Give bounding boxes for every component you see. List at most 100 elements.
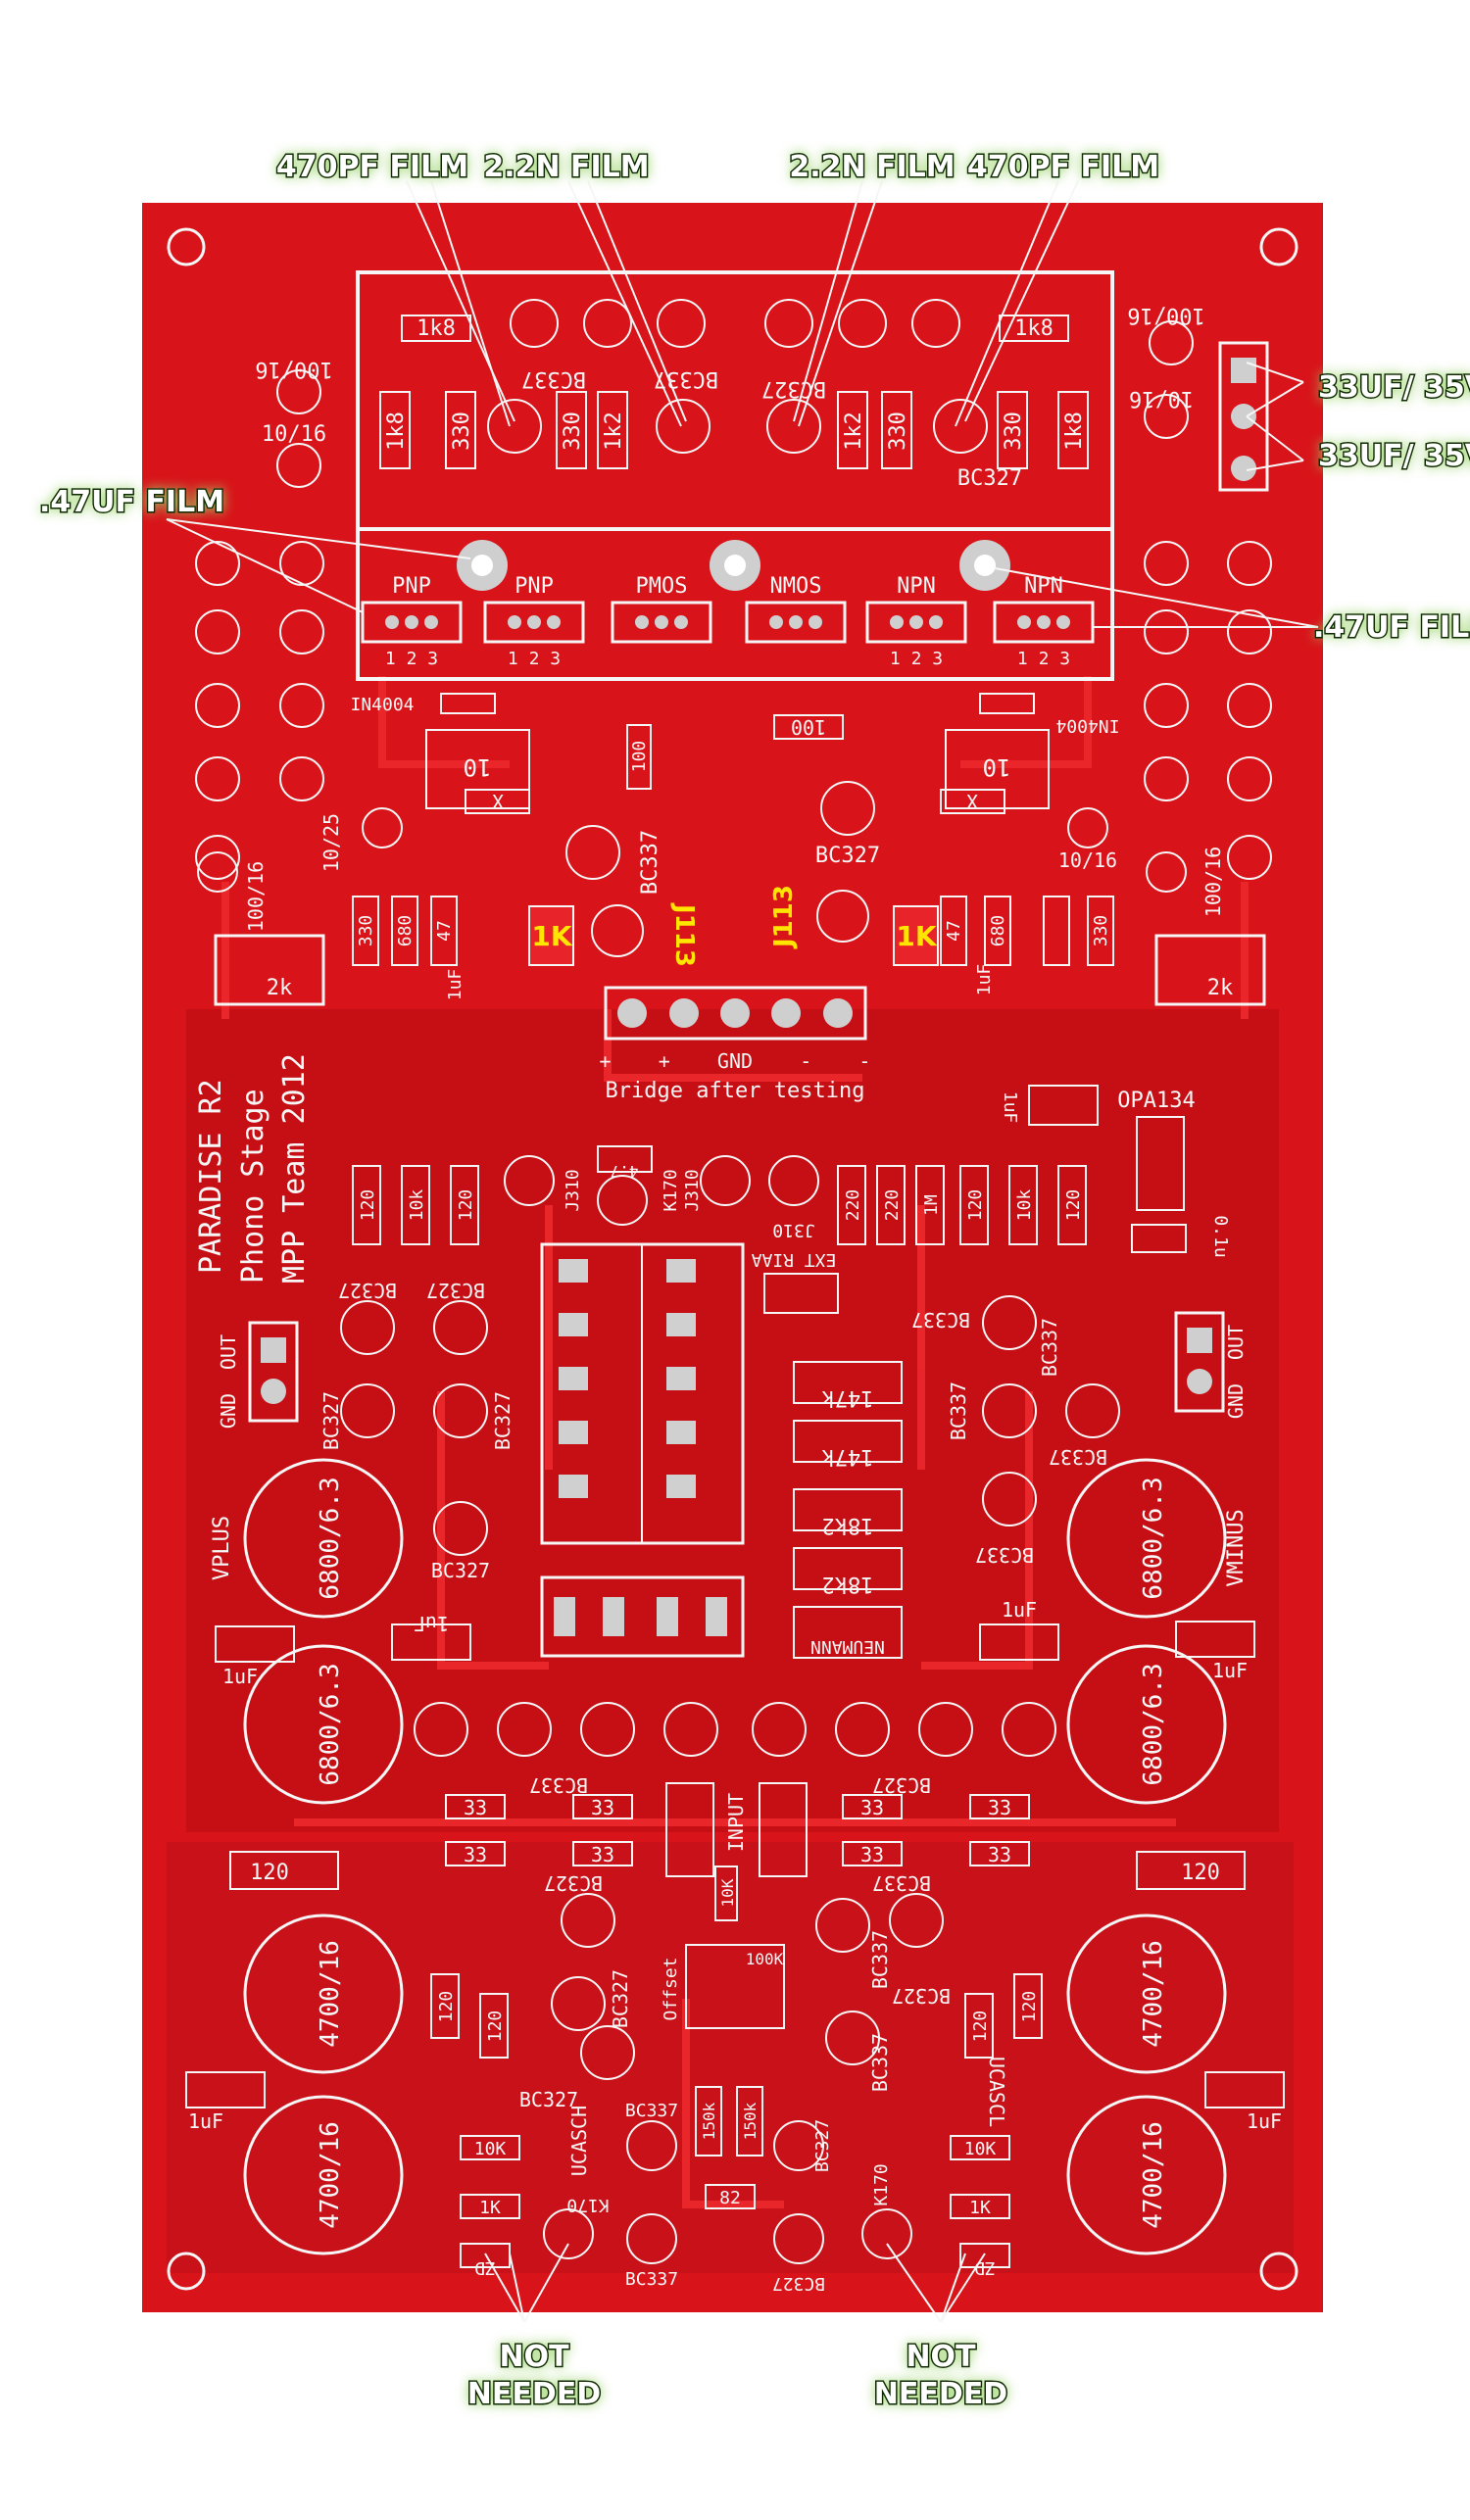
label-brand-3: MPP Team 2012	[277, 1053, 312, 1284]
label-1uf-opa: 1uF	[1000, 1091, 1020, 1124]
label-bc327-top-mid: BC327	[761, 376, 826, 401]
label-4700-l1: 4700/16	[316, 1940, 345, 2048]
label-330-v2: 330	[561, 412, 585, 451]
label-npn-2: NPN	[1024, 574, 1063, 599]
label-4-7: 4.7	[611, 1162, 639, 1181]
label-10-16-tr: 10/16	[1129, 386, 1194, 411]
label-k170: K170	[661, 1169, 681, 1211]
label-1k-yellow-left: 1K	[531, 920, 572, 952]
label-vminus: VMINUS	[1224, 1509, 1249, 1586]
label-33-2: 33	[591, 1796, 614, 1819]
label-ucasch: UCASCH	[567, 2106, 591, 2176]
label-1k8-left: 1k8	[416, 316, 456, 341]
power-connector-top-right	[1218, 341, 1269, 492]
label-bc337-mr1: BC337	[911, 1308, 970, 1332]
label-bc337-mr5: BC337	[975, 1543, 1034, 1567]
label-120-bl: 120	[250, 1861, 289, 1885]
label-1uf-r2: 1uF	[1002, 1598, 1037, 1622]
filter-caps-4700	[243, 1914, 1227, 2255]
label-1uf-bl: 1uF	[188, 2109, 223, 2133]
label-zd-r: ZD	[974, 2257, 996, 2278]
label-bc327-ml2: BC327	[426, 1279, 485, 1302]
label-bc327-top-right: BC327	[957, 466, 1022, 491]
label-bc327-mid: BC327	[815, 844, 880, 868]
label-330-v1: 330	[450, 412, 474, 451]
label-1k-yellow-right: 1K	[896, 920, 937, 952]
label-01u: 0.1u	[1210, 1215, 1231, 1257]
label-100k: 100K	[746, 1950, 784, 1968]
label-nmos: NMOS	[770, 574, 822, 599]
label-4700-r2: 4700/16	[1139, 2121, 1168, 2229]
label-120-r2: 120	[1063, 1189, 1084, 1222]
callout-lines	[166, 180, 1319, 2323]
label-120-l2: 120	[456, 1189, 476, 1222]
label-680-mr: 680	[988, 915, 1008, 947]
label-33-6: 33	[988, 1796, 1011, 1819]
label-1k8-right: 1k8	[1014, 316, 1054, 341]
label-33-7: 33	[860, 1843, 884, 1866]
label-10k-input: 10K	[718, 1878, 737, 1907]
label-1uf-ml: 1uF	[445, 969, 466, 1001]
label-input: INPUT	[724, 1793, 748, 1852]
label-1k2-v2: 1k2	[842, 412, 866, 451]
label-opa134: OPA134	[1117, 1089, 1195, 1113]
label-4700-r1: 4700/16	[1139, 1940, 1168, 2048]
label-330-v4: 330	[1002, 412, 1026, 451]
label-1uf-br: 1uF	[1247, 2109, 1282, 2133]
label-1k-low-l: 1K	[479, 2198, 501, 2218]
label-offset: Offset	[661, 1957, 681, 2020]
label-out-left: OUT	[217, 1334, 240, 1370]
label-bc327-lr: BC327	[812, 2119, 833, 2172]
label-150k-1: 150k	[700, 2102, 718, 2140]
label-out-right: OUT	[1224, 1325, 1248, 1360]
label-1uf-l2: 1uF	[414, 1612, 449, 1635]
label-j310-c: J310	[772, 1220, 814, 1240]
top-transistors	[487, 299, 988, 454]
label-bc337-mid: BC337	[638, 830, 662, 895]
label-bc327-ml3: BC327	[319, 1391, 343, 1450]
label-10-25: 10/25	[319, 813, 343, 872]
label-bc327-low2: BC327	[609, 1969, 632, 2028]
output-stage-outline	[356, 270, 1114, 681]
label-brand-2: Phono Stage	[236, 1089, 270, 1284]
label-1uf-mr: 1uF	[974, 964, 995, 996]
label-pnp-2: PNP	[514, 574, 554, 599]
label-10-16-tl: 10/16	[262, 422, 326, 447]
transistor-row	[414, 1702, 1056, 1757]
label-1uf-l1: 1uF	[222, 1665, 258, 1688]
riaa-smd-block	[540, 1242, 745, 1658]
label-147k-1: 147k	[822, 1385, 874, 1410]
label-10-16-mid: 10/16	[1058, 848, 1117, 872]
mounting-holes	[167, 227, 1298, 2291]
label-18k2-2: 18k2	[822, 1572, 874, 1596]
label-2k-right: 2k	[1207, 976, 1234, 1000]
label-vplus: VPLUS	[210, 1516, 234, 1580]
label-1uf-r1: 1uF	[1212, 1659, 1248, 1682]
label-120-r1: 120	[965, 1189, 986, 1222]
label-in4004-right: IN4004	[1055, 715, 1119, 736]
label-bc327-low1: BC327	[544, 1871, 603, 1895]
label-pins-1: 1 2 3	[385, 649, 438, 669]
label-x-right: X	[966, 791, 978, 814]
heatsink-holes	[457, 540, 1010, 591]
label-pins-3: 1 2 3	[890, 649, 943, 669]
label-33-5: 33	[860, 1796, 884, 1819]
label-k170-r: K170	[871, 2163, 892, 2205]
callout-33uf-top: 33UF/ 35V	[1318, 370, 1470, 405]
label-330-v3: 330	[886, 412, 910, 451]
label-bc337-mr2: BC337	[1038, 1318, 1061, 1377]
label-npn-1: NPN	[897, 574, 936, 599]
label-2k-left: 2k	[267, 976, 293, 1000]
label-1k8-v2: 1k8	[1062, 412, 1087, 451]
callout-470pf-left: 470PF FILM	[276, 150, 468, 184]
label-j113-left: J113	[669, 902, 699, 967]
label-1k-low-r: 1K	[969, 2198, 991, 2218]
label-x-left: X	[492, 791, 504, 814]
label-bc337-row: BC337	[529, 1773, 588, 1797]
label-120-low4: 120	[1019, 1991, 1040, 2023]
label-gnd-left: GND	[217, 1393, 240, 1429]
label-bc337-mr3: BC337	[947, 1381, 970, 1440]
label-bc327-ml1: BC327	[338, 1279, 397, 1302]
label-pnp-1: PNP	[392, 574, 431, 599]
